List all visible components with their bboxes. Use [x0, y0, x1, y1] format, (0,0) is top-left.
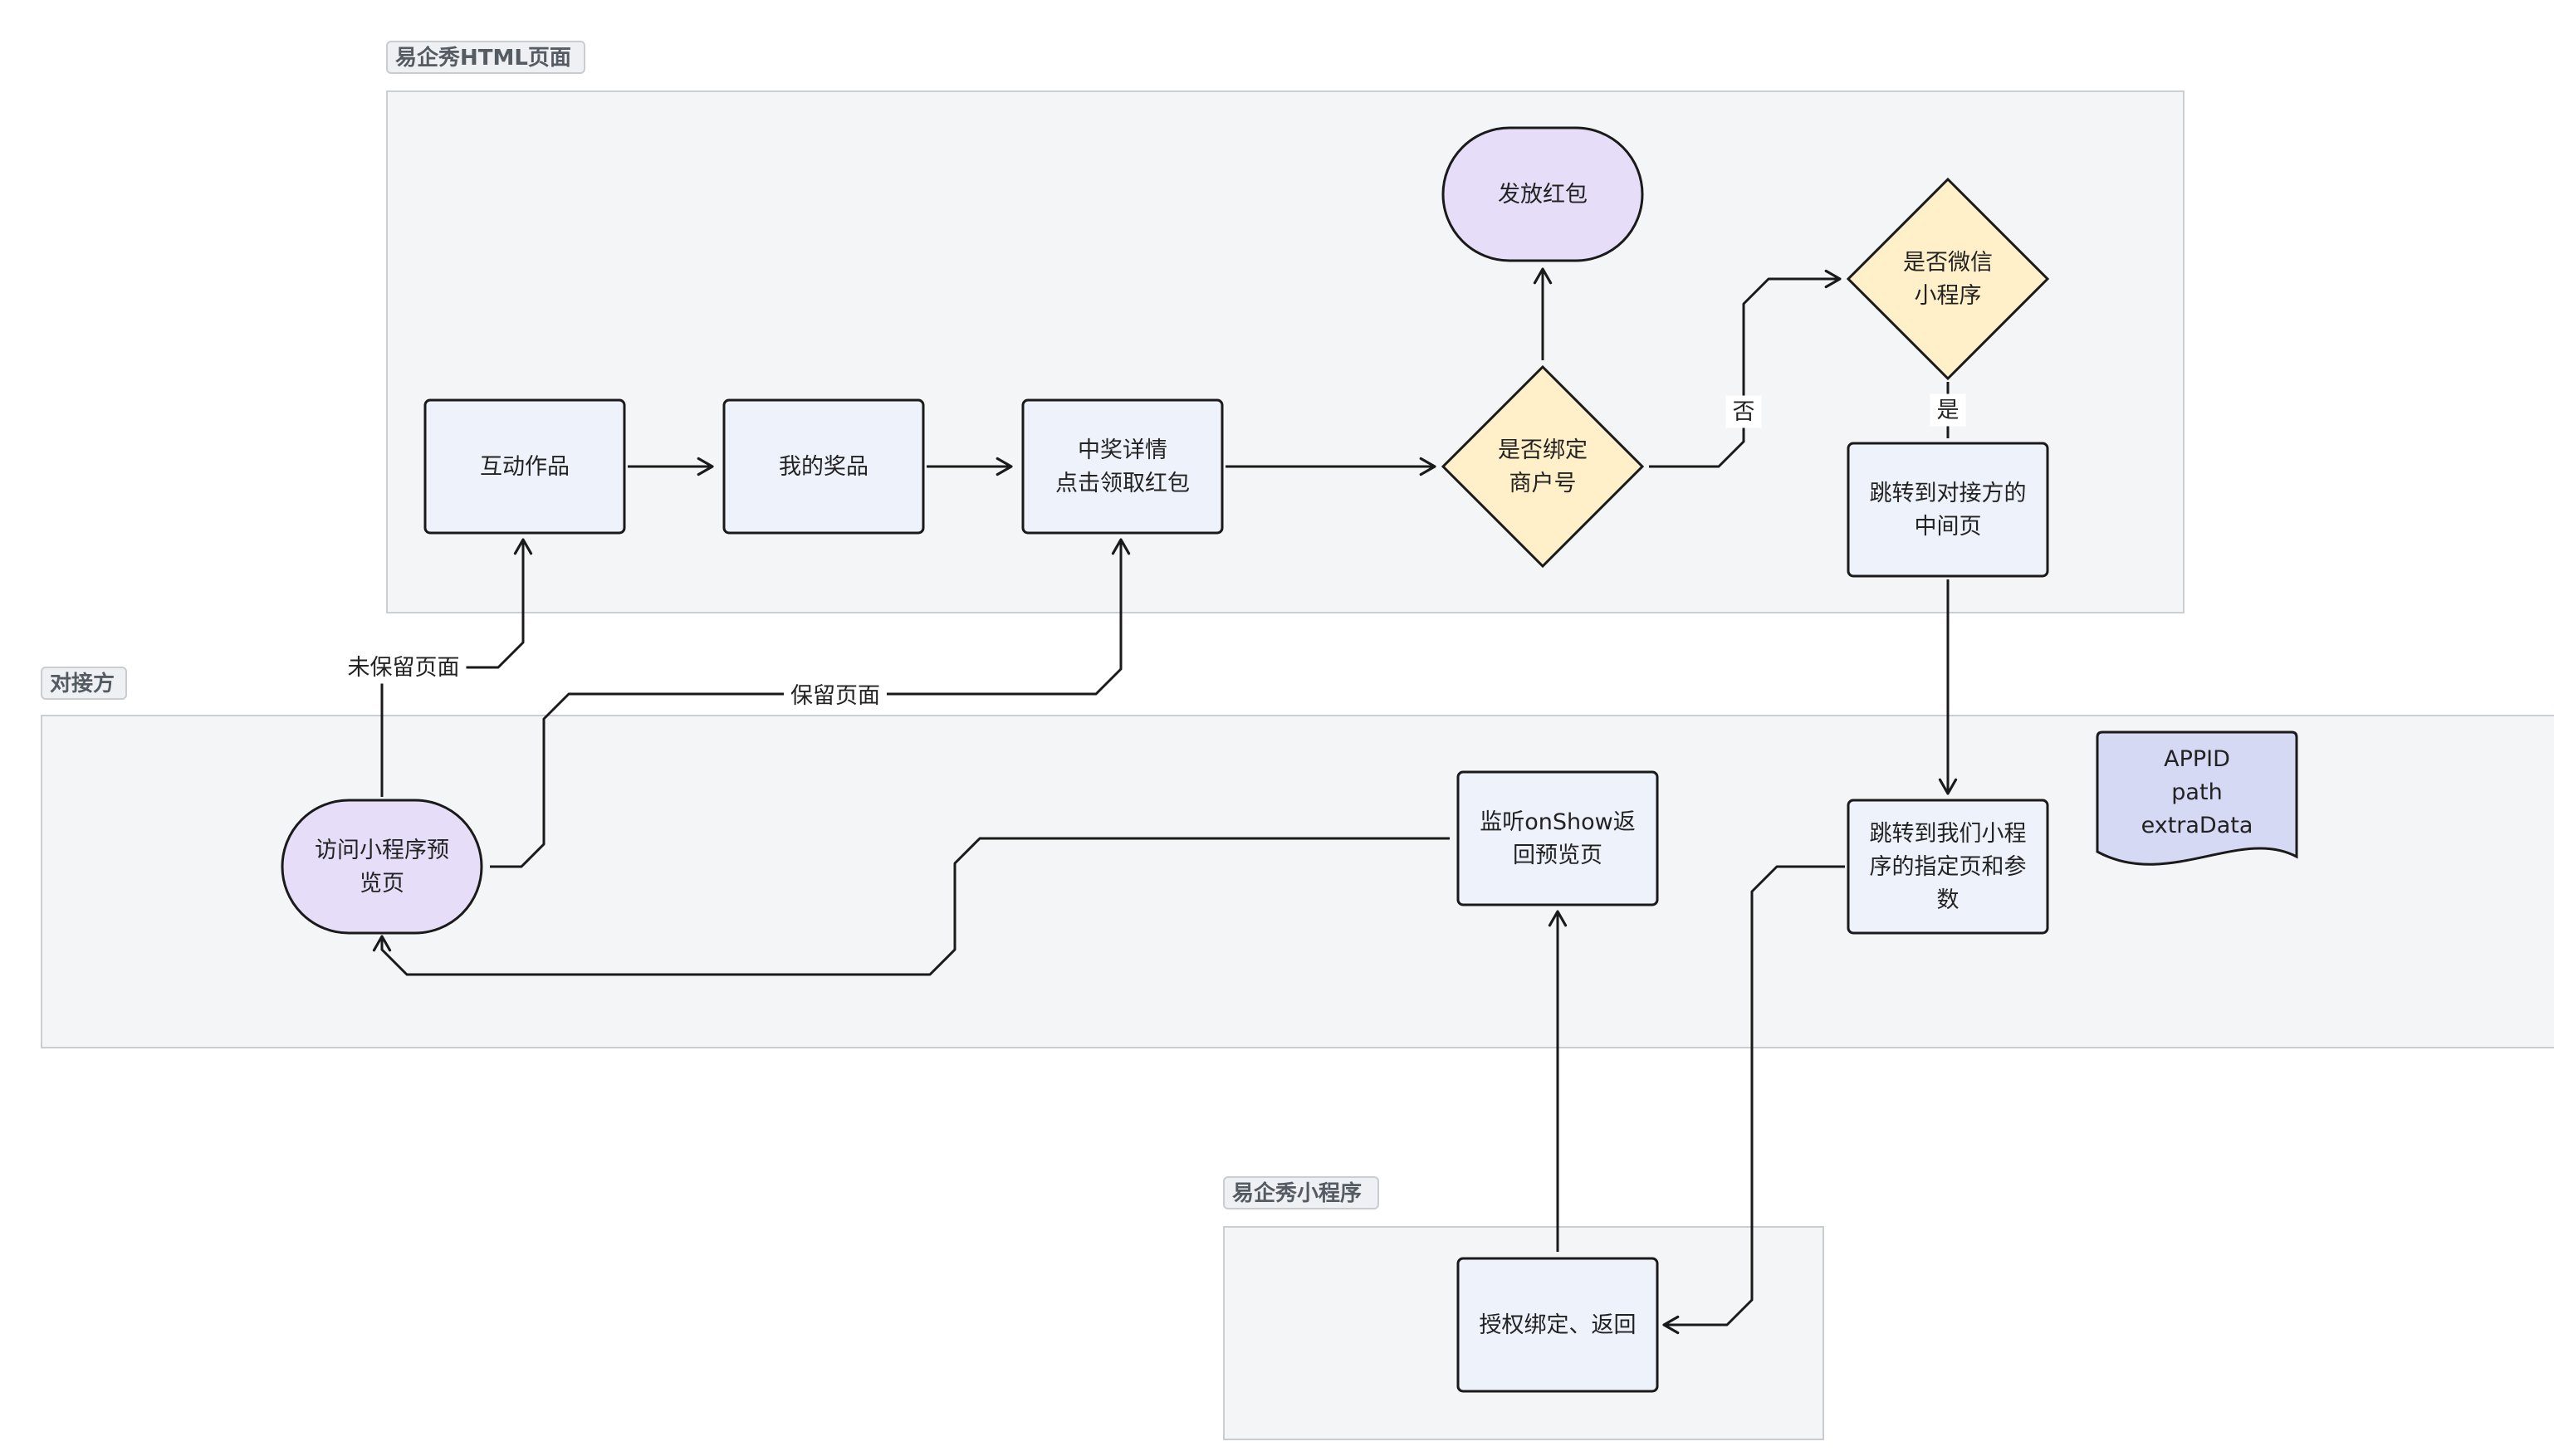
edge-label-bg — [784, 679, 887, 712]
node-label-line: 是否微信 — [1903, 250, 1993, 276]
process-box — [1456, 1257, 1659, 1393]
process-box — [1021, 398, 1224, 535]
process-box — [423, 398, 626, 535]
node-send-red-packet[interactable]: 发放红包 — [1441, 126, 1644, 262]
process-box — [1847, 799, 2049, 935]
node-label-line: 商户号 — [1509, 471, 1577, 496]
edge-label: 未保留页面 — [348, 655, 460, 681]
terminal-pill — [281, 799, 483, 935]
node-label-line: 监听onShow返 — [1480, 809, 1635, 835]
document-shape — [2096, 730, 2298, 866]
node-label-line: 览页 — [360, 871, 404, 897]
terminal-pill — [1441, 126, 1644, 262]
node-label-line: 互动作品 — [480, 454, 570, 480]
edge-label: 保留页面 — [790, 683, 880, 709]
edge-line — [380, 538, 533, 797]
node-auth-bind-return[interactable]: 授权绑定、返回 — [1456, 1257, 1659, 1393]
node-label-line: path — [2171, 779, 2222, 805]
edge-is-wechat-mini-to-jump-middle-page: 是 — [1930, 382, 1966, 438]
node-params-doc[interactable]: APPID path extraData — [2096, 730, 2298, 866]
process-box — [1456, 770, 1659, 906]
node-label-line: 是否绑定 — [1498, 437, 1588, 463]
edge-label-bg — [1725, 395, 1762, 428]
edge-label-bg — [340, 651, 467, 684]
lane-label-tab — [1223, 1176, 1379, 1209]
node-label-line: 数 — [1937, 887, 1960, 913]
process-box — [1847, 442, 2049, 578]
node-label-line: extraData — [2141, 813, 2253, 838]
node-label-line: 跳转到对接方的 — [1870, 481, 2027, 506]
node-label-line: 跳转到我们小程 — [1870, 821, 2027, 847]
node-label-line: 发放红包 — [1498, 182, 1588, 208]
edge-bound-merchant-to-is-wechat-mini: 否 — [1649, 269, 1842, 468]
node-my-prizes[interactable]: 我的奖品 — [722, 398, 925, 535]
node-label-line: 序的指定页和参 — [1870, 854, 2027, 880]
lane-label-tab — [41, 667, 127, 700]
edge-listen-onshow-to-visit-preview — [372, 837, 1450, 976]
lane-html: 易企秀HTML页面 — [386, 41, 2185, 613]
node-interactive-work[interactable]: 互动作品 — [423, 398, 626, 535]
edge-jump-our-mini-to-auth-bind-return — [1662, 865, 1845, 1335]
edge-line — [1649, 269, 1842, 468]
node-label-line: APPID — [2164, 746, 2230, 772]
decision-diamond — [1846, 177, 2050, 381]
edge-line — [1662, 865, 1845, 1335]
lane-label: 对接方 — [50, 671, 115, 696]
edge-line — [490, 538, 1131, 868]
edge-line — [372, 837, 1450, 976]
edge-label: 否 — [1733, 399, 1755, 425]
edge-label-bg — [1930, 393, 1966, 427]
node-label-line: 授权绑定、返回 — [1480, 1312, 1637, 1338]
process-box — [722, 398, 925, 535]
node-label-line: 回预览页 — [1513, 843, 1602, 868]
lane-label: 易企秀小程序 — [1232, 1180, 1362, 1206]
node-label-line: 中间页 — [1915, 514, 1982, 540]
node-label-line: 中奖详情 — [1078, 437, 1167, 463]
node-label-line: 访问小程序预 — [315, 838, 449, 863]
edge-visit-preview-to-interactive-work: 未保留页面 — [340, 538, 533, 797]
edge-visit-preview-to-prize-detail: 保留页面 — [490, 538, 1131, 868]
decision-diamond — [1441, 364, 1645, 569]
node-label-line: 小程序 — [1915, 283, 1982, 309]
node-label-line: 点击领取红包 — [1055, 471, 1190, 496]
node-label-line: 我的奖品 — [779, 454, 868, 480]
lane-label-tab — [386, 41, 585, 74]
edge-label: 是 — [1937, 398, 1960, 423]
lane-label: 易企秀HTML页面 — [395, 45, 571, 71]
